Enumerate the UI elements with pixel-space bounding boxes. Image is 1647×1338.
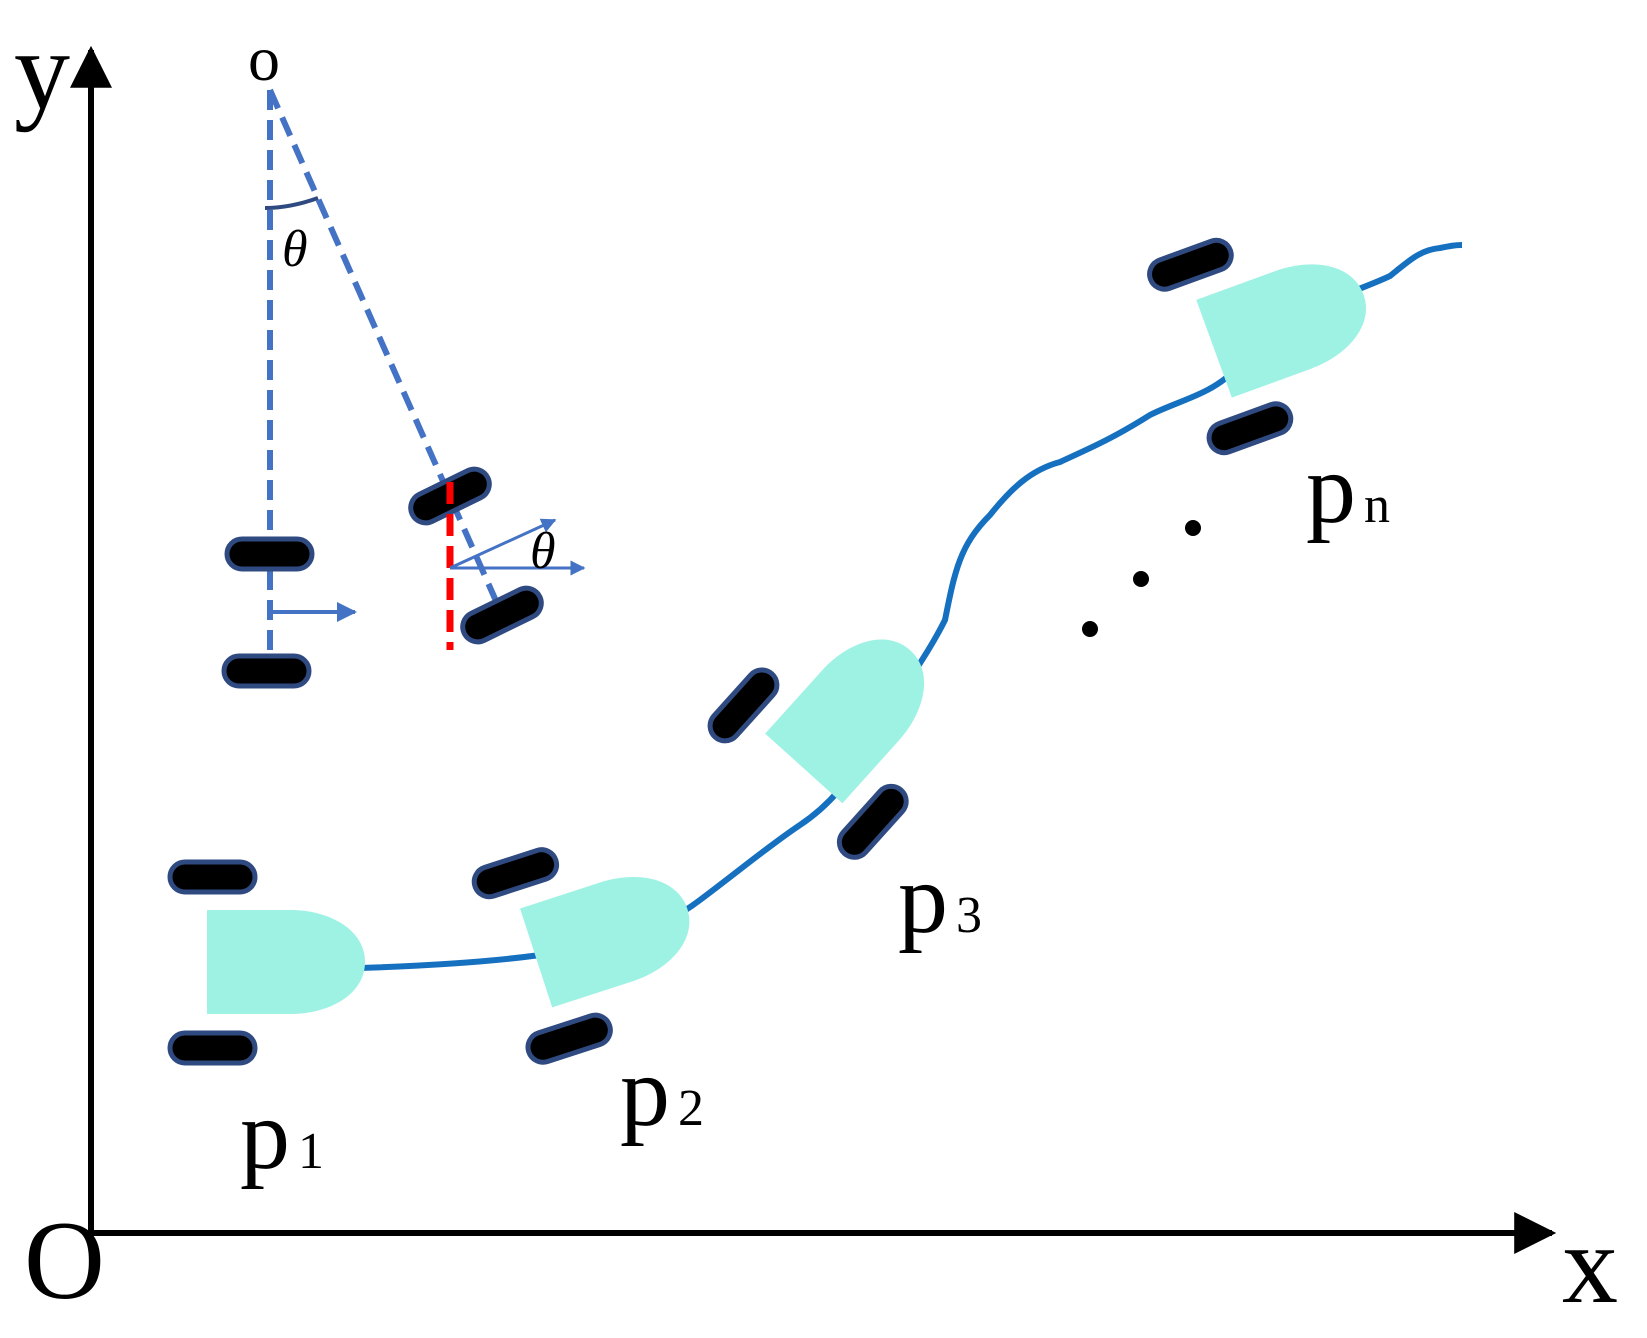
robot-p2-subscript: 2 xyxy=(678,1080,704,1137)
tilted-axle-bottom-wheel xyxy=(460,585,544,645)
angle-label-bottom: θ xyxy=(530,523,556,580)
ellipsis-dots xyxy=(1082,520,1201,637)
robot-p2 xyxy=(471,847,690,1065)
tilted-velocity-arrow xyxy=(449,518,557,570)
robot-p3 xyxy=(707,639,924,860)
turning-geometry: o θ θ xyxy=(221,23,586,689)
left-axle-bottom-wheel xyxy=(221,653,312,689)
robot-p1-wheel-top xyxy=(167,859,258,895)
robot-p3-subscript: 3 xyxy=(956,887,982,944)
slanted-dashed-line xyxy=(267,88,503,612)
robot-p1-wheel-bottom xyxy=(167,1030,258,1066)
robot-pn-body xyxy=(1196,264,1366,398)
y-axis-label: y xyxy=(14,9,70,133)
robot-p1-body xyxy=(207,910,365,1014)
robot-p2-wheel-top xyxy=(471,847,560,900)
left-axle-top-wheel xyxy=(224,536,315,572)
ellipsis-dot-2 xyxy=(1133,571,1149,587)
robot-p3-name: p xyxy=(898,843,948,954)
robot-p1-name: p xyxy=(240,1079,290,1190)
robot-pn-subscript: n xyxy=(1364,477,1390,534)
robot-p3-body xyxy=(765,639,924,804)
robot-pn xyxy=(1147,237,1366,456)
robot-pn-wheel-bottom xyxy=(1206,401,1294,456)
robot-p2-body xyxy=(520,877,690,1008)
robot-p3-wheel-top xyxy=(707,667,780,744)
robot-p2-name: p xyxy=(620,1036,670,1147)
robot-p1-subscript: 1 xyxy=(298,1123,324,1180)
robot-pn-name: p xyxy=(1306,433,1356,544)
angle-label-top: θ xyxy=(282,221,308,278)
axes: y x O xyxy=(14,9,1618,1327)
origin-label: O xyxy=(24,1199,105,1323)
rotation-center-label: o xyxy=(248,23,280,94)
robot-p2-wheel-bottom xyxy=(525,1012,613,1065)
ellipsis-dot-3 xyxy=(1185,520,1201,536)
robot-pn-wheel-top xyxy=(1147,237,1234,292)
ellipsis-dot-1 xyxy=(1082,621,1098,637)
angle-arc-top xyxy=(264,196,319,210)
robot-p3-wheel-bottom xyxy=(836,783,909,860)
x-axis-label: x xyxy=(1562,1203,1618,1327)
